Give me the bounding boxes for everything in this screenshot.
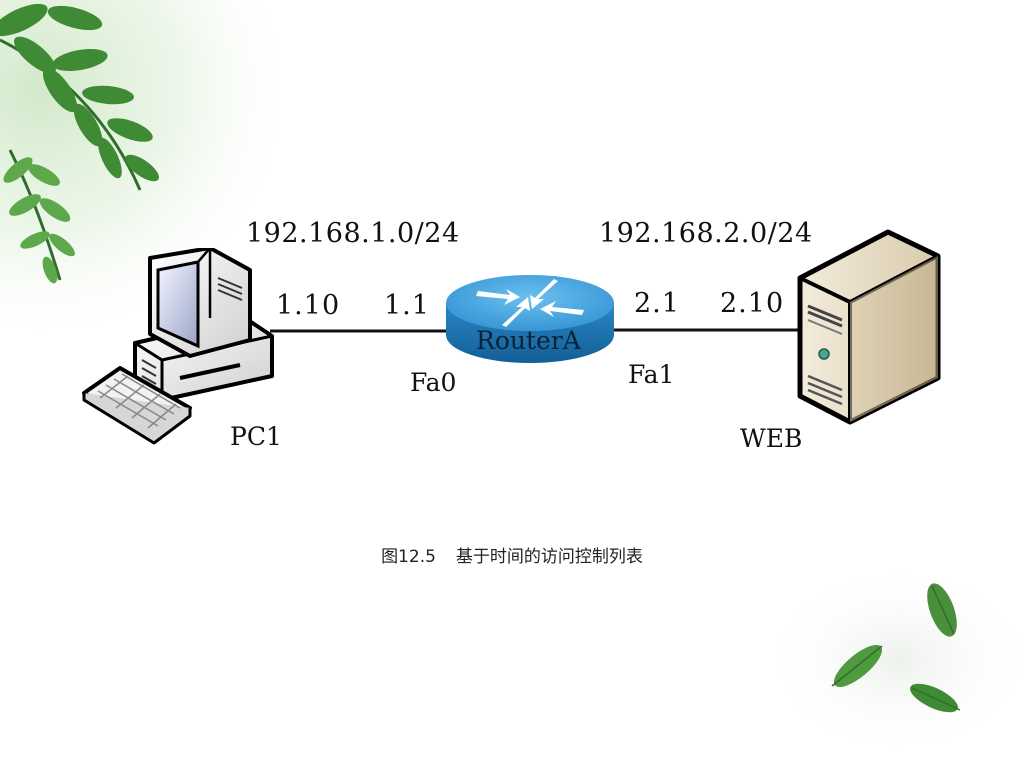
- desktop-computer-icon[interactable]: [80, 248, 280, 448]
- network-label-left: 192.168.1.0/24: [246, 218, 460, 249]
- port-label-fa1: Fa1: [628, 360, 675, 389]
- leaf-decoration-icon: [0, 3, 160, 284]
- network-label-right: 192.168.2.0/24: [599, 218, 813, 249]
- router-icon[interactable]: [440, 265, 620, 375]
- ip-label-pc1: 1.10: [276, 290, 341, 321]
- device-label-web: WEB: [740, 424, 803, 453]
- server-tower-icon[interactable]: [790, 228, 950, 428]
- port-label-fa0: Fa0: [410, 368, 457, 397]
- leaf-decoration-icon: [831, 583, 961, 713]
- ip-label-web: 2.10: [720, 288, 785, 319]
- router-label: RouterA: [476, 326, 581, 355]
- ip-label-router-fa0: 1.1: [384, 290, 430, 321]
- ip-label-router-fa1: 2.1: [634, 288, 680, 319]
- figure-caption: 图12.5 基于时间的访问控制列表: [0, 542, 1024, 567]
- figure-title: 基于时间的访问控制列表: [455, 547, 643, 567]
- figure-number: 图12.5: [381, 547, 436, 567]
- device-label-pc1: PC1: [230, 422, 282, 451]
